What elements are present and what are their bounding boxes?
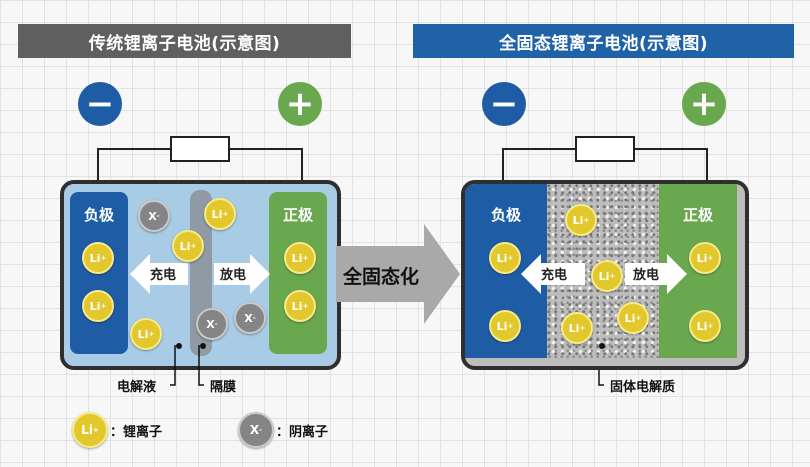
right-title: 全固态锂离子电池(示意图)	[498, 33, 709, 54]
right-positive-label: 正极	[682, 206, 713, 224]
minus-icon: −	[489, 84, 519, 124]
lithium-ion: Li+	[82, 290, 114, 322]
right-negative-label: 负极	[490, 206, 521, 224]
anion: X-	[234, 302, 266, 334]
right-charge-label: 充电	[541, 268, 568, 283]
left-negative-terminal-icon: −	[78, 82, 122, 126]
discharge-arrow	[625, 254, 687, 294]
right-discharge-label: 放电	[633, 268, 660, 283]
legend-lithium-label: ：锂离子	[110, 425, 163, 440]
lithium-ion: Li+	[284, 290, 316, 322]
right-positive-terminal-icon: +	[682, 82, 726, 126]
anion: X-	[138, 200, 170, 232]
minus-icon: −	[85, 84, 115, 124]
right-negative-terminal-icon: −	[482, 82, 526, 126]
right-title-banner: 全固态锂离子电池(示意图)	[413, 24, 794, 58]
lithium-ion: Li+	[82, 242, 114, 274]
electrolyte-callout-dot	[176, 343, 182, 349]
transition-arrow	[336, 224, 460, 324]
charge-arrow	[130, 254, 188, 294]
left-title: 传统锂离子电池(示意图)	[88, 33, 281, 54]
lithium-ion: Li+	[689, 242, 721, 274]
left-charge-label: 充电	[150, 268, 177, 283]
left-positive-terminal-icon: +	[278, 82, 322, 126]
lithium-ion: Li+	[204, 198, 236, 230]
left-negative-label: 负极	[83, 206, 114, 224]
plus-icon: +	[285, 84, 315, 124]
transition-label: 全固态化	[343, 266, 420, 288]
left-positive-label: 正极	[282, 206, 313, 224]
separator-label: 隔膜	[210, 380, 237, 395]
left-resistor	[170, 136, 230, 162]
electrolyte-label: 电解液	[117, 380, 157, 395]
lithium-ion: Li+	[617, 302, 649, 334]
legend-anion-label: ：阴离子	[276, 425, 329, 440]
charge-arrow	[521, 254, 585, 294]
plus-icon: +	[689, 84, 719, 124]
lithium-ion: Li+	[284, 242, 316, 274]
lithium-ion: Li+	[172, 230, 204, 262]
legend-lithium-ion-icon: Li+	[72, 412, 108, 448]
discharge-arrow	[214, 254, 270, 294]
lithium-ion: Li+	[489, 242, 521, 274]
solid-electrolyte-label: 固体电解质	[610, 380, 676, 395]
anion: X-	[196, 308, 228, 340]
right-battery-casing: 负极 正极 充电 放电 Li+ Li+ Li+ Li+ Li+ Li+ Li+ …	[461, 180, 749, 370]
left-battery-casing: 负极 正极 充电 放电 Li+ Li+ Li+ Li+ X- Li+ Li+ L…	[60, 180, 341, 370]
legend-anion-icon: X-	[238, 412, 274, 448]
lithium-ion: Li+	[689, 310, 721, 342]
lithium-ion: Li+	[489, 310, 521, 342]
separator-callout-dot	[200, 343, 206, 349]
left-discharge-label: 放电	[220, 268, 247, 283]
lithium-ion: Li+	[591, 260, 623, 292]
lithium-ion: Li+	[130, 318, 162, 350]
right-resistor	[575, 136, 635, 162]
lithium-ion: Li+	[561, 312, 593, 344]
solid-electrolyte-callout-dot	[599, 343, 605, 349]
lithium-ion: Li+	[565, 204, 597, 236]
left-title-banner: 传统锂离子电池(示意图)	[18, 24, 351, 58]
